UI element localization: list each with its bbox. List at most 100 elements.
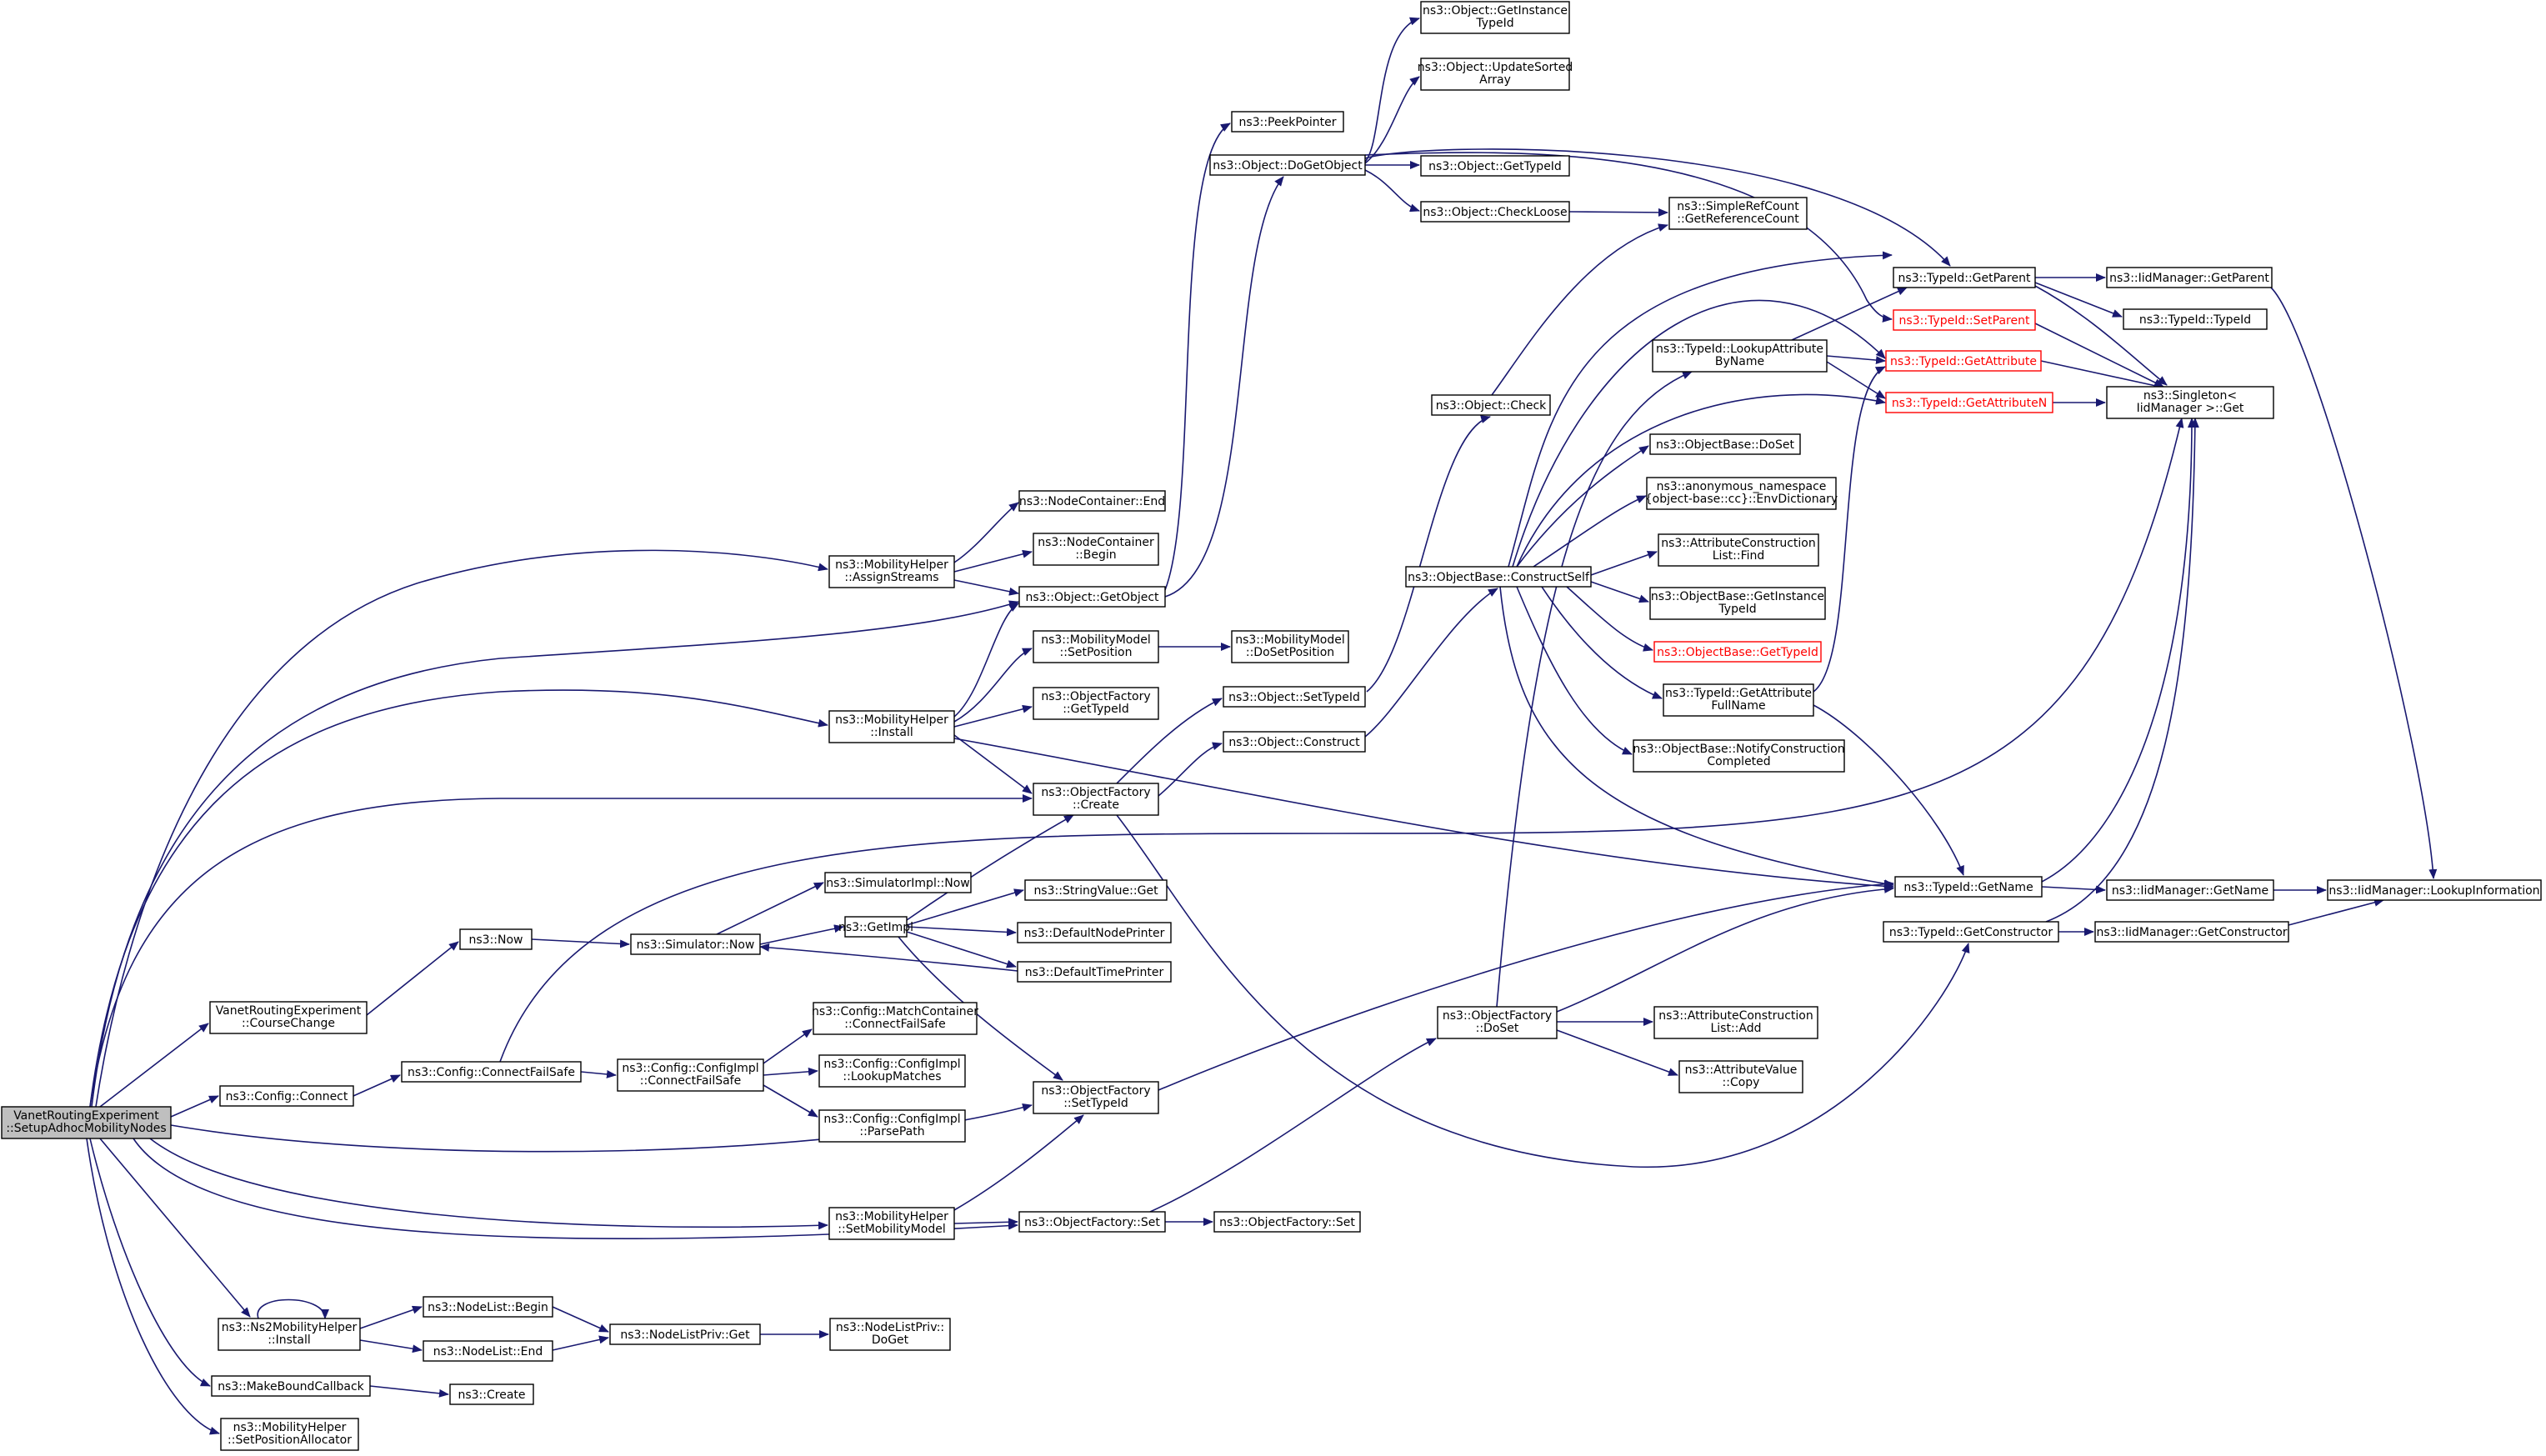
node-ns3-create[interactable]: ns3::Create	[449, 1383, 534, 1405]
node-label: VanetRoutingExperiment::CourseChange	[216, 1004, 362, 1030]
node-nlp-get[interactable]: ns3::NodeListPriv::Get	[609, 1323, 761, 1345]
node-stringvalue-get[interactable]: ns3::StringValue::Get	[1024, 879, 1168, 901]
node-of-set[interactable]: ns3::ObjectFactory::Set	[1018, 1211, 1166, 1233]
node-ob-doset[interactable]: ns3::ObjectBase::DoSet	[1649, 433, 1801, 455]
node-label: ns3::IidManager::GetName	[2112, 884, 2268, 898]
node-label-line: ns3::AttributeConstruction	[1661, 537, 1815, 550]
node-typeid-getname[interactable]: ns3::TypeId::GetName	[1894, 876, 2043, 898]
node-peekpointer[interactable]: ns3::PeekPointer	[1231, 111, 1344, 133]
node-box	[209, 1001, 368, 1034]
edge-getimpl-to-deftimeprinter	[906, 931, 1017, 968]
node-typeid-getparent[interactable]: ns3::TypeId::GetParent	[1893, 267, 2036, 288]
node-cfg-matchcontainer[interactable]: ns3::Config::MatchContainer::ConnectFail…	[812, 1002, 978, 1035]
node-label: ns3::DefaultNodePrinter	[1024, 927, 1165, 940]
node-cfgimpl-lookup[interactable]: ns3::Config::ConfigImpl::LookupMatches	[818, 1054, 966, 1088]
node-label: ns3::TypeId::TypeId	[2139, 313, 2251, 327]
node-of-gettypeid[interactable]: ns3::ObjectFactory::GetTypeId	[1033, 687, 1159, 720]
node-box	[1017, 922, 1172, 943]
node-src-getrefcount[interactable]: ns3::SimpleRefCount::GetReferenceCount	[1668, 197, 1808, 230]
node-of-set2[interactable]: ns3::ObjectFactory::Set	[1213, 1211, 1361, 1233]
node-deftimeprinter[interactable]: ns3::DefaultTimePrinter	[1017, 961, 1172, 983]
node-box	[1017, 961, 1172, 983]
node-mm-setpos[interactable]: ns3::MobilityModel::SetPosition	[1033, 630, 1159, 663]
node-label: ns3::Object::SetTypeId	[1228, 691, 1360, 704]
node-ns3-now[interactable]: ns3::Now	[459, 928, 533, 950]
node-root[interactable]: VanetRoutingExperiment::SetupAdhocMobili…	[1, 1106, 172, 1139]
node-of-create[interactable]: ns3::ObjectFactory::Create	[1033, 783, 1159, 816]
node-obj-settypeid[interactable]: ns3::Object::SetTypeId	[1223, 686, 1366, 708]
node-typeid-getconstructor[interactable]: ns3::TypeId::GetConstructor	[1883, 921, 2059, 943]
node-iid-getconstructor[interactable]: ns3::IidManager::GetConstructor	[2094, 921, 2289, 943]
node-cfg-connectfailsafe[interactable]: ns3::Config::ConnectFailSafe	[401, 1061, 582, 1083]
node-nlp-doget[interactable]: ns3::NodeListPriv::DoGet	[829, 1318, 951, 1351]
edge-of_doset-to-typeid_getname	[1556, 884, 1894, 1013]
node-typeid-getattr[interactable]: ns3::TypeId::GetAttribute	[1885, 350, 2042, 372]
node-obj-check[interactable]: ns3::Object::Check	[1431, 394, 1551, 416]
node-label: ns3::MobilityHelper::AssignStreams	[835, 558, 948, 584]
node-iid-lookup[interactable]: ns3::IidManager::LookupInformation	[2327, 879, 2542, 901]
node-box	[1033, 1081, 1159, 1114]
node-box	[829, 1318, 951, 1351]
node-makebound[interactable]: ns3::MakeBoundCallback	[211, 1375, 371, 1397]
node-getimpl[interactable]: ns3::GetImpl	[838, 916, 913, 938]
node-typeid-typeid[interactable]: ns3::TypeId::TypeId	[2123, 308, 2268, 330]
edge-root-to-mh_setpos	[86, 1138, 220, 1435]
node-label: ns3::ObjectBase::GetTypeId	[1657, 646, 1818, 659]
node-label: ns3::Config::Connect	[226, 1090, 348, 1103]
node-simimpl-now[interactable]: ns3::SimulatorImpl::Now	[824, 872, 972, 893]
node-of-doset[interactable]: ns3::ObjectFactory::DoSet	[1437, 1006, 1558, 1039]
node-label-line: ns3::SimpleRefCount	[1677, 200, 1799, 213]
node-typeid-getattrn[interactable]: ns3::TypeId::GetAttributeN	[1885, 392, 2053, 413]
node-nc-end[interactable]: ns3::NodeContainer::End	[1018, 490, 1166, 512]
node-mh-setmm[interactable]: ns3::MobilityHelper::SetMobilityModel	[828, 1207, 955, 1240]
node-mm-dosetpos[interactable]: ns3::MobilityModel::DoSetPosition	[1231, 630, 1349, 663]
node-cfgimpl-parse[interactable]: ns3::Config::ConfigImpl::ParsePath	[818, 1109, 966, 1143]
node-config-connect[interactable]: ns3::Config::Connect	[219, 1085, 354, 1107]
node-label-line: ns3::AttributeValue	[1685, 1063, 1798, 1077]
node-singleton-get[interactable]: ns3::Singleton<IidManager >::Get	[2106, 386, 2274, 419]
node-av-copy[interactable]: ns3::AttributeValue::Copy	[1678, 1060, 1803, 1093]
node-anon-envdict[interactable]: ns3::anonymous_namespace{object-base::cc…	[1645, 477, 1838, 510]
node-obj-dogetobject[interactable]: ns3::Object::DoGetObject	[1209, 154, 1366, 176]
node-obj-gettypeid[interactable]: ns3::Object::GetTypeId	[1420, 155, 1570, 177]
node-typeid-setparent[interactable]: ns3::TypeId::SetParent	[1893, 309, 2036, 331]
edge-root-to-config_connect	[170, 1095, 219, 1118]
node-nl-begin[interactable]: ns3::NodeList::Begin	[423, 1296, 553, 1318]
edge-ob_constructself-to-typeid_getattrn	[1516, 393, 1886, 568]
node-obj-getobject[interactable]: ns3::Object::GetObject	[1018, 586, 1166, 608]
node-label: ns3::Config::ConfigImpl::LookupMatches	[823, 1058, 960, 1083]
node-mh-assign[interactable]: ns3::MobilityHelper::AssignStreams	[828, 555, 955, 588]
node-of-settypeid[interactable]: ns3::ObjectFactory::SetTypeId	[1033, 1081, 1159, 1114]
node-nc-begin[interactable]: ns3::NodeContainer::Begin	[1033, 533, 1159, 566]
node-ob-constructself[interactable]: ns3::ObjectBase::ConstructSelf	[1405, 566, 1592, 588]
node-iid-getparent[interactable]: ns3::IidManager::GetParent	[2106, 267, 2273, 288]
node-iid-getname[interactable]: ns3::IidManager::GetName	[2106, 879, 2274, 901]
node-nl-end[interactable]: ns3::NodeList::End	[423, 1340, 553, 1362]
node-mh-setpos[interactable]: ns3::MobilityHelper::SetPositionAllocato…	[220, 1418, 359, 1451]
node-obj-checkloose[interactable]: ns3::Object::CheckLoose	[1420, 201, 1570, 223]
node-defnodeprinter[interactable]: ns3::DefaultNodePrinter	[1017, 922, 1172, 943]
node-sim-now[interactable]: ns3::Simulator::Now	[630, 933, 761, 955]
node-cfgimpl-connectfailsafe[interactable]: ns3::Config::ConfigImpl::ConnectFailSafe	[617, 1058, 764, 1092]
node-box	[1885, 350, 2042, 372]
node-label-line: ::SetPosition	[1060, 646, 1133, 659]
node-obj-construct[interactable]: ns3::Object::Construct	[1223, 731, 1366, 753]
edge-of_create-to-obj_construct	[1158, 742, 1223, 797]
node-mh-install[interactable]: ns3::MobilityHelper::Install	[828, 710, 955, 743]
node-label: ns3::MobilityHelper::SetMobilityModel	[835, 1210, 948, 1236]
node-ob-gettypeid[interactable]: ns3::ObjectBase::GetTypeId	[1653, 641, 1822, 663]
node-ns2-install[interactable]: ns3::Ns2MobilityHelper::Install	[218, 1318, 361, 1351]
edge-root-to-mh_setmm	[149, 1138, 828, 1230]
edge-of_create-to-typeid_getconstructor	[1116, 814, 1970, 1168]
node-vre-coursechange[interactable]: VanetRoutingExperiment::CourseChange	[209, 1001, 368, 1034]
node-label: ns3::Simulator::Now	[637, 938, 755, 952]
